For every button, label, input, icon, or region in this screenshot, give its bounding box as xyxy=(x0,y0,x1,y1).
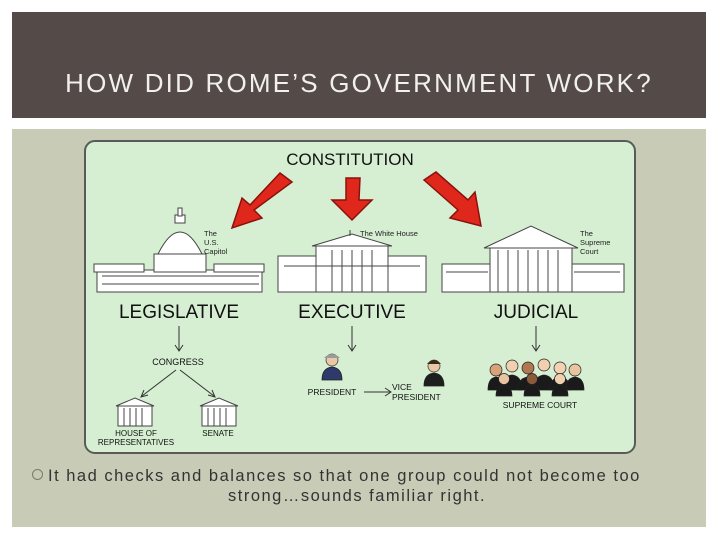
senate-label: SENATE xyxy=(202,429,233,438)
supreme-court-justices-icon xyxy=(487,358,585,397)
house-label-line2: REPRESENTATIVES xyxy=(98,438,174,447)
vice-president-label-line1: VICE xyxy=(392,382,412,392)
supreme-court-label: SUPREME COURT xyxy=(503,400,577,410)
executive-label: EXECUTIVE xyxy=(298,302,406,323)
title-bar: HOW DID ROME’S GOVERNMENT WORK? xyxy=(12,12,706,118)
judicial-label: JUDICIAL xyxy=(494,302,578,323)
supreme-court-caption-line2: Supreme xyxy=(580,238,610,247)
capitol-caption-line1: The xyxy=(204,229,217,238)
white-house-caption: The White House xyxy=(360,229,418,238)
supreme-court-icon xyxy=(441,225,625,293)
slide-title: HOW DID ROME’S GOVERNMENT WORK? xyxy=(65,68,653,98)
president-label: PRESIDENT xyxy=(308,387,357,397)
senate-building-icon xyxy=(199,397,239,427)
capitol-building-icon xyxy=(93,207,265,293)
arrow-to-legislative xyxy=(230,171,294,230)
white-house-icon xyxy=(277,230,427,293)
president-to-vice-arrow xyxy=(364,387,392,397)
branch-down-arrows xyxy=(174,326,541,352)
congress-label: CONGRESS xyxy=(152,357,204,367)
constitution-label: CONSTITUTION xyxy=(286,150,414,169)
arrow-to-judicial xyxy=(422,171,482,228)
house-label-line1: HOUSE OF xyxy=(115,429,157,438)
capitol-caption-line2: U.S. xyxy=(204,238,219,247)
capitol-caption: The U.S. Capitol xyxy=(204,229,228,256)
vice-president-label-line2: PRESIDENT xyxy=(392,392,441,402)
bullet-text-line2: strong…sounds familiar right. xyxy=(228,487,487,505)
capitol-caption-line3: Capitol xyxy=(204,247,228,256)
president-figure-icon xyxy=(321,353,343,381)
congress-split-arrows xyxy=(140,369,216,398)
supreme-court-caption: The Supreme Court xyxy=(580,229,610,256)
legislative-label: LEGISLATIVE xyxy=(119,302,239,323)
bullet-text-line1: It had checks and balances so that one g… xyxy=(48,467,641,485)
bullet-marker xyxy=(32,469,43,480)
government-diagram: CONSTITUTION The U.S. Capitol xyxy=(84,140,636,454)
arrow-to-executive xyxy=(330,177,374,222)
supreme-court-caption-line3: Court xyxy=(580,247,599,256)
house-building-icon xyxy=(115,397,155,427)
vice-president-figure-icon xyxy=(423,359,445,387)
supreme-court-caption-line1: The xyxy=(580,229,593,238)
